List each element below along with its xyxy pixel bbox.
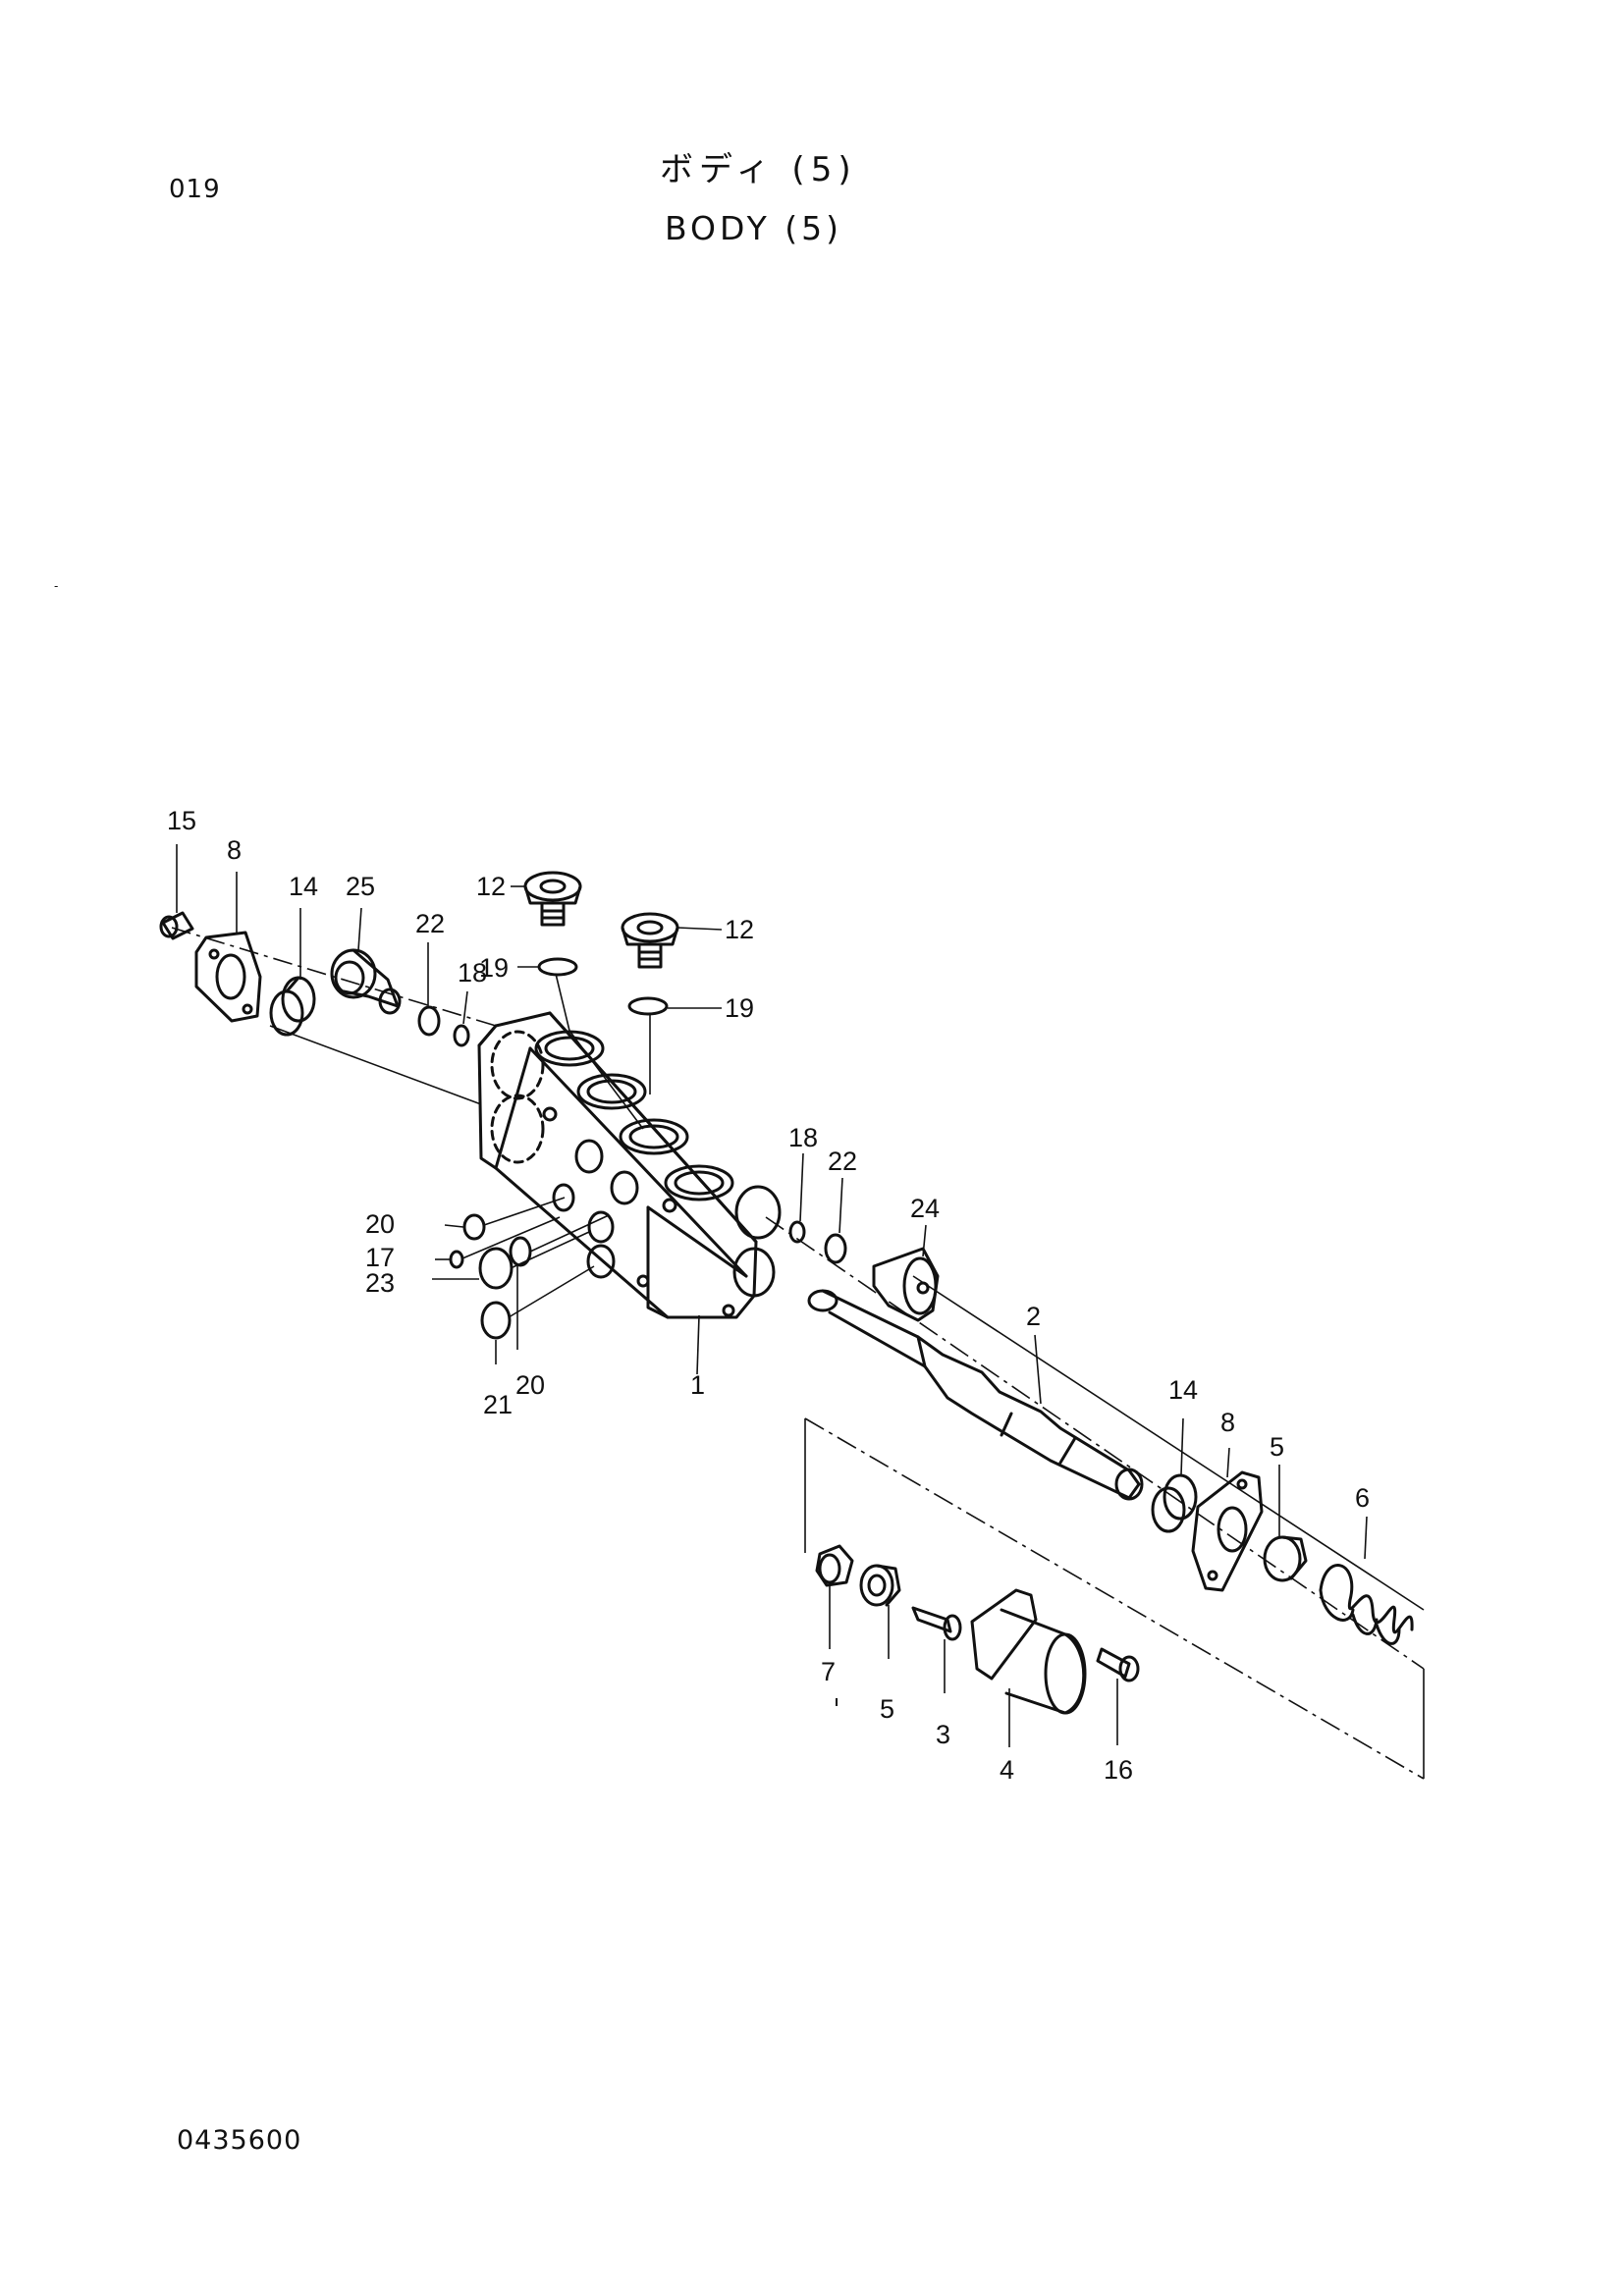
callout-20-right: 20 [515,1370,545,1400]
spring-part-6 [1319,1564,1414,1645]
callout-21: 21 [483,1390,513,1419]
callout-22-right: 22 [828,1147,857,1176]
callout-25: 25 [346,872,375,901]
callout-12-right: 12 [725,915,754,944]
plug-part-12-right [621,912,679,969]
stray-mark: - [54,579,59,593]
callout-18-right: 18 [788,1123,818,1152]
callout-20-left: 20 [365,1209,395,1239]
o-ring-part-18-right [788,1220,806,1244]
callout-2: 2 [1026,1302,1041,1331]
o-ring-part-21 [480,1301,512,1340]
callout-17: 17 [365,1243,395,1272]
seal-part-14-left [269,976,316,1037]
plug-part-24 [872,1247,940,1322]
o-ring-part-17 [449,1250,464,1269]
screw-part-3 [911,1606,962,1641]
screw-part-16 [1096,1647,1140,1682]
callout-19-right: 19 [725,993,754,1023]
plug-part-25 [330,948,402,1015]
callout-16: 16 [1104,1755,1133,1785]
cap-part-4 [970,1588,1087,1715]
o-ring-part-22-right [824,1233,847,1264]
stopper-part-7 [815,1544,854,1587]
callout-8-left: 8 [227,835,242,865]
callout-8-right: 8 [1220,1408,1235,1437]
o-ring-part-19-right [627,996,669,1016]
document-number: 0435600 [177,2125,302,2156]
callout-23: 23 [365,1268,395,1298]
callout-24: 24 [910,1194,940,1223]
spring-seat-part-5-right [1263,1535,1308,1582]
callout-3: 3 [936,1720,950,1749]
page-number: 019 [169,175,221,204]
o-ring-part-18-left [453,1024,470,1047]
plug-part-12-left [523,871,582,927]
o-ring-part-23 [478,1247,514,1290]
o-ring-part-22-left [417,1005,441,1037]
screw-part-15 [159,911,194,940]
spring-seat-part-5-bottom [859,1564,901,1607]
cover-plate-part-8-right [1191,1470,1264,1592]
cover-plate-part-8-left [194,931,262,1023]
callout-4: 4 [1000,1755,1014,1785]
title-english: BODY (5) [665,209,843,247]
callout-22-left: 22 [415,909,445,938]
valve-body-part-1 [477,1011,782,1319]
callout-15: 15 [167,806,196,835]
seal-part-14-right [1151,1473,1198,1533]
callout-18-left: 18 [458,958,487,988]
callout-7: 7 [821,1657,836,1686]
callout-6: 6 [1355,1483,1370,1513]
title-japanese: ボディ (5) [660,150,857,189]
callout-14-left: 14 [289,872,318,901]
callout-5-bottom: 5 [880,1694,894,1724]
o-ring-part-20-left [462,1213,486,1241]
o-ring-part-19-left [537,957,578,977]
callout-14-right: 14 [1168,1375,1198,1405]
callout-12-left: 12 [476,872,506,901]
callout-19-left: 19 [479,953,509,983]
callout-1: 1 [690,1370,705,1400]
spool-part-2 [807,1289,1144,1501]
callout-5-right: 5 [1270,1432,1284,1462]
